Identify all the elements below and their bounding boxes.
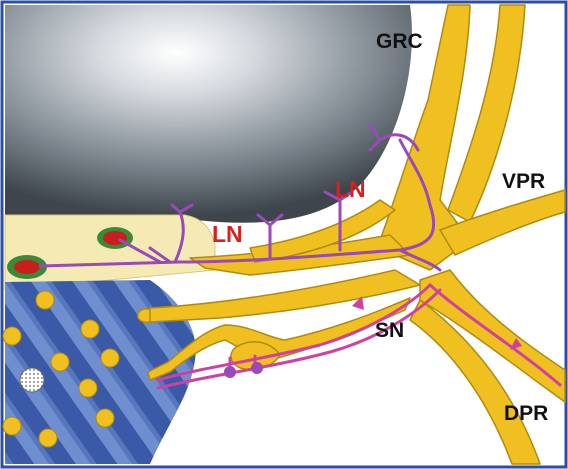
label-vpr: VPR [502,170,545,193]
label-ln-lower: LN [212,221,243,247]
label-grc: GRC [376,30,423,53]
label-ln-upper: LN [335,176,366,202]
label-sn: SN [375,319,404,342]
speckled-cell [20,368,44,392]
label-dpr: DPR [504,402,548,425]
